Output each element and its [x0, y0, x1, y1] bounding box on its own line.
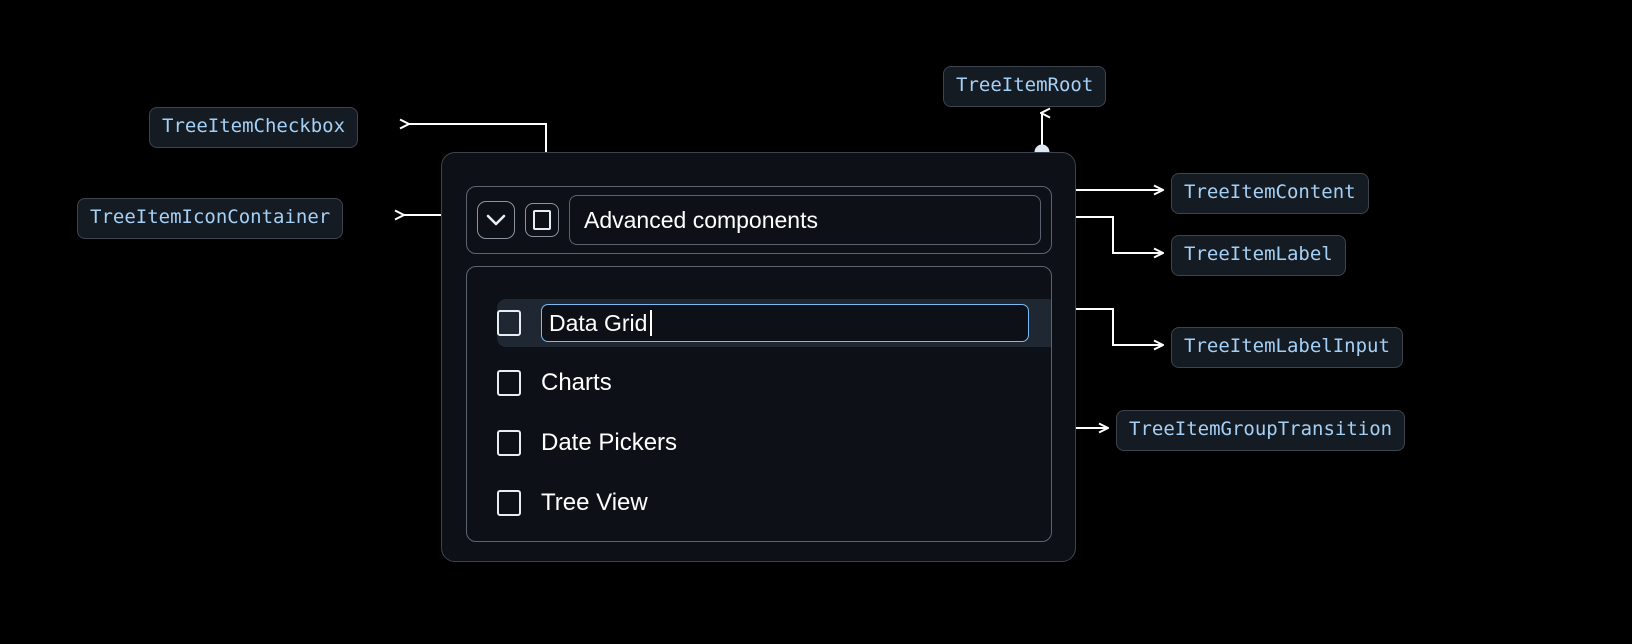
tree-item-label-input[interactable]: Data Grid [541, 304, 1029, 342]
tree-item-row-tree-view[interactable]: Tree View [497, 479, 648, 527]
tree-item-icon-container[interactable] [477, 201, 515, 239]
tree-item-label: Date Pickers [541, 429, 678, 456]
checkbox-unchecked-icon[interactable] [497, 430, 521, 456]
chevron-down-icon [485, 213, 507, 227]
tree-item-row-data-grid[interactable]: Data Grid [497, 299, 1029, 347]
annotation-chip-tree-item-label-input: TreeItemLabelInput [1171, 327, 1403, 368]
tree-item-group-transition: Data Grid Charts Date Pickers Tree View [466, 266, 1052, 542]
checkbox-unchecked-icon[interactable] [497, 490, 521, 516]
tree-item-root[interactable]: Advanced components Data Grid Charts [441, 152, 1076, 562]
text-caret [650, 310, 653, 336]
tree-item-content[interactable]: Advanced components [466, 186, 1052, 254]
annotation-chip-tree-item-content: TreeItemContent [1171, 173, 1369, 214]
tree-item-checkbox[interactable] [525, 203, 559, 237]
checkbox-unchecked-icon [533, 210, 551, 230]
tree-item-label: Charts [541, 369, 612, 396]
annotation-chip-tree-item-label: TreeItemLabel [1171, 235, 1346, 276]
checkbox-unchecked-icon[interactable] [497, 370, 521, 396]
annotation-chip-tree-item-root: TreeItemRoot [943, 66, 1107, 107]
checkbox-unchecked-icon[interactable] [497, 310, 521, 336]
label-input-value: Data Grid [549, 309, 648, 336]
tree-item-row-date-pickers[interactable]: Date Pickers [497, 419, 677, 467]
tree-item-label[interactable]: Advanced components [569, 195, 1041, 245]
tree-item-label: Tree View [541, 489, 648, 516]
annotation-chip-tree-item-group-transition: TreeItemGroupTransition [1116, 410, 1406, 451]
annotation-chip-tree-item-icon-container: TreeItemIconContainer [77, 198, 344, 239]
annotation-chip-tree-item-checkbox: TreeItemCheckbox [149, 107, 359, 148]
tree-item-row-charts[interactable]: Charts [497, 359, 612, 407]
